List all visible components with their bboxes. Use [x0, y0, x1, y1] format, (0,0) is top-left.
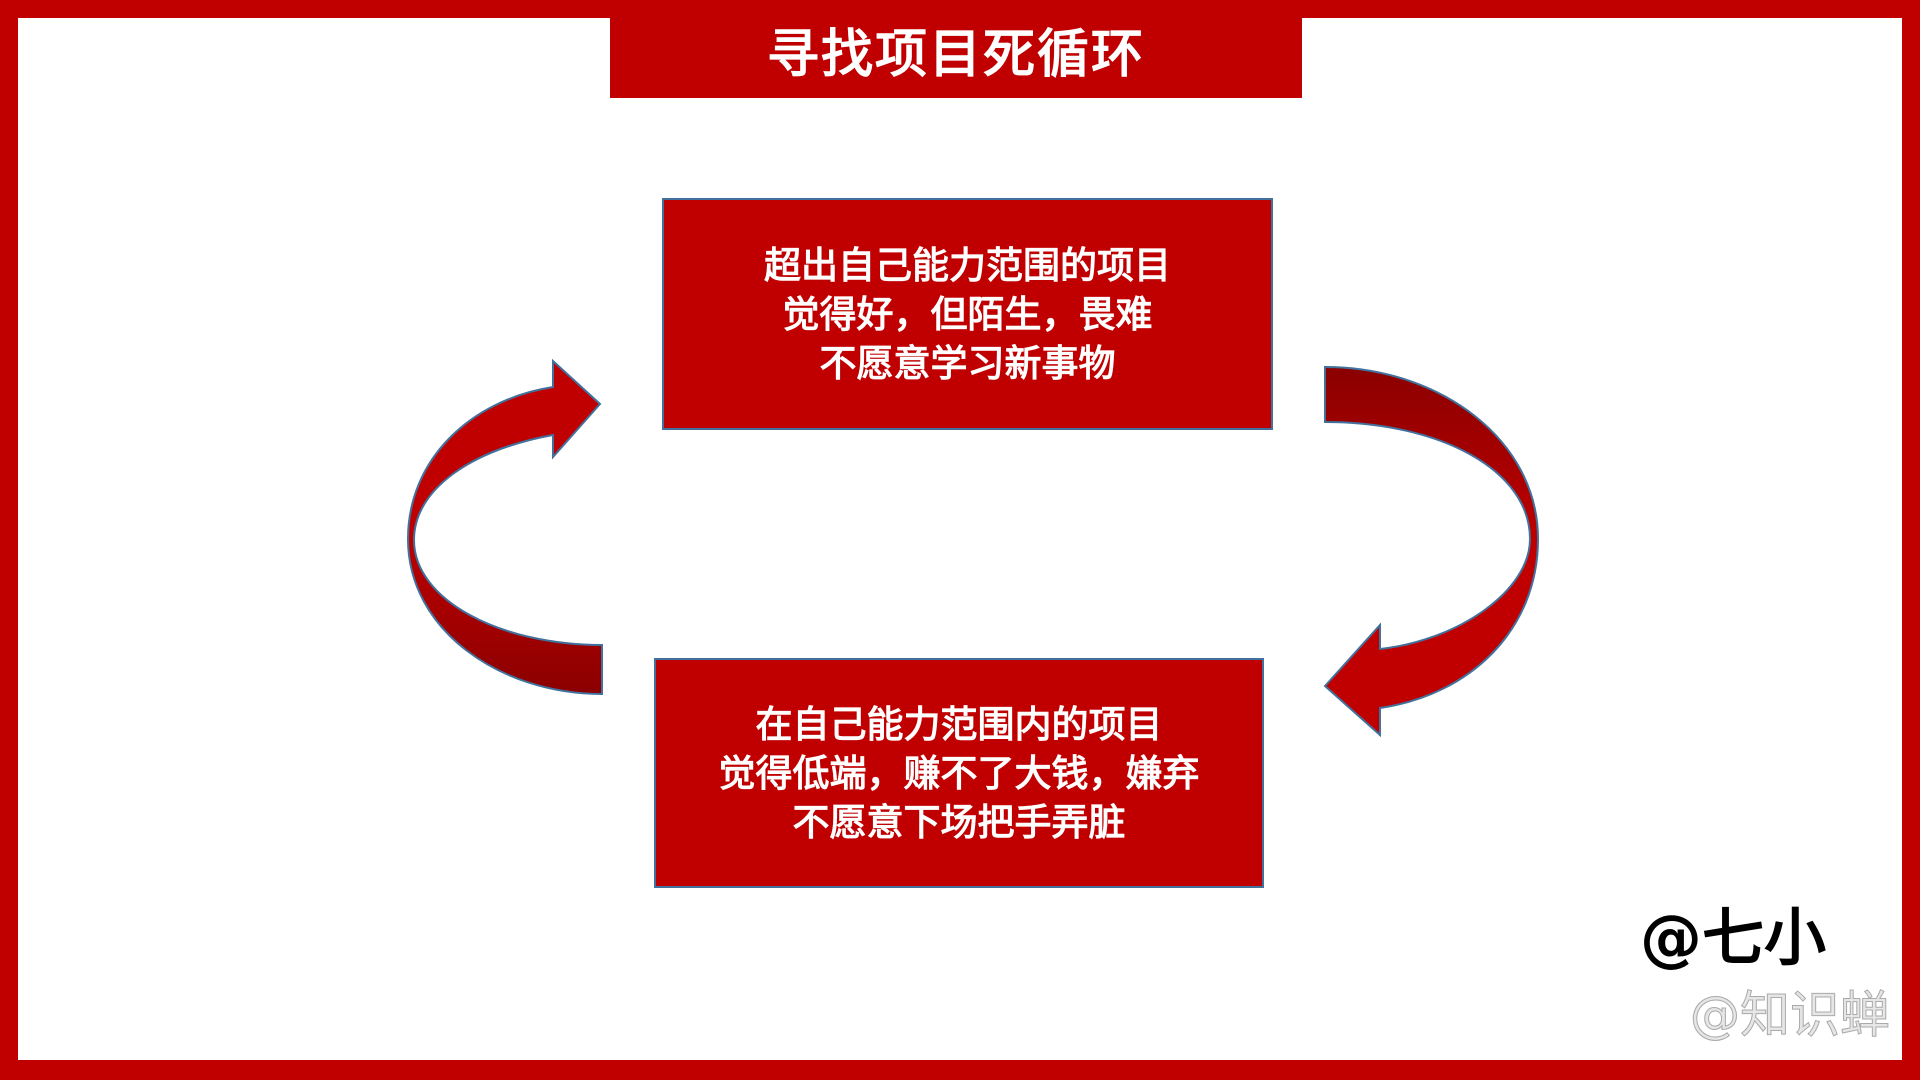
- box-line: 在自己能力范围内的项目: [755, 701, 1163, 746]
- slide-title: 寻找项目死循环: [766, 23, 1145, 85]
- curved-arrow-left-icon: [406, 358, 603, 696]
- watermark: @知识蝉: [1690, 986, 1891, 1045]
- box-out-of-ability: 超出自己能力范围的项目 觉得好，但陌生，畏难 不愿意学习新事物: [662, 198, 1273, 430]
- title-bar: 寻找项目死循环: [610, 0, 1302, 98]
- curved-arrow-right-icon: [1323, 365, 1540, 738]
- box-line: 不愿意学习新事物: [819, 340, 1116, 385]
- box-within-ability: 在自己能力范围内的项目 觉得低端，赚不了大钱，嫌弃 不愿意下场把手弄脏: [654, 658, 1264, 888]
- box-line: 觉得低端，赚不了大钱，嫌弃: [718, 750, 1200, 795]
- box-line: 觉得好，但陌生，畏难: [782, 291, 1153, 336]
- box-line: 超出自己能力范围的项目: [764, 242, 1171, 287]
- box-line: 不愿意下场把手弄脏: [792, 799, 1126, 844]
- author-signature: @七小: [1640, 901, 1827, 974]
